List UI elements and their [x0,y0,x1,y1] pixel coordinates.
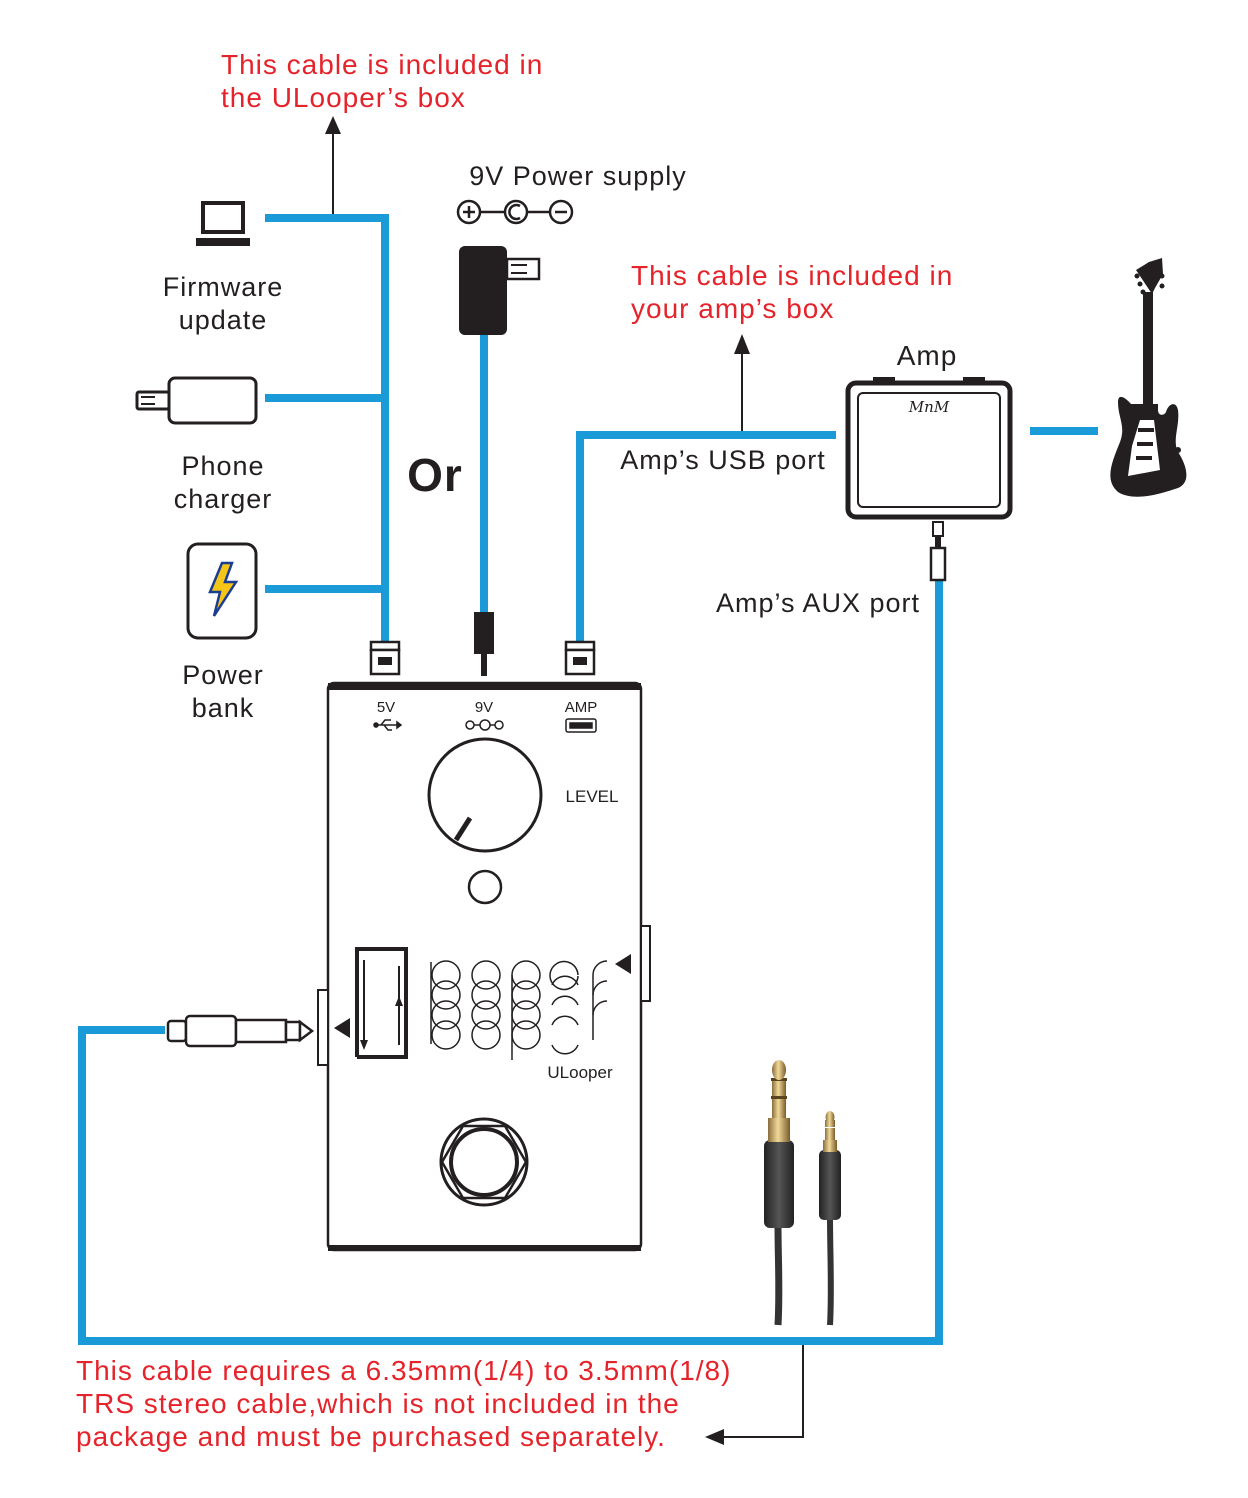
amp-icon: MnM [845,377,1013,520]
port-amp-label: AMP [565,699,598,716]
power-bank-icon [186,542,258,640]
level-knob[interactable] [427,737,543,853]
laptop-icon [196,201,250,246]
ulooper-pedal: 5V 9V AMP LEVEL looper [317,681,651,1252]
or-label: Or [407,449,463,501]
amp-usb-port-label: Amp’s USB port [620,445,826,475]
footswitch-button[interactable] [439,1117,529,1207]
knob-pointer [453,816,473,842]
amp-title: Amp [897,340,958,371]
usb-symbol-icon [373,719,403,731]
note-amp-line2: your amp’s box [631,293,834,324]
firmware-label-line2: update [179,305,268,335]
guitar-icon [1110,258,1187,497]
note-trs-line1: This cable requires a 6.35mm(1/4) to 3.5… [76,1355,731,1386]
phone-charger-icon [135,376,258,425]
usb-plug-icon [564,640,596,676]
lightning-icon [208,561,239,617]
note-trs-line2: TRS stereo cable,which is not included i… [76,1388,680,1419]
note-amp-line1: This cable is included in [631,260,953,291]
note-ulooper-line1: This cable is included in [221,49,543,80]
usb-cable-amp [576,431,836,642]
note-trs-line3: package and must be purchased separately… [76,1421,666,1452]
output-arrow-icon [615,954,631,974]
level-label: LEVEL [566,787,619,806]
power-supply-label: 9V Power supply [469,161,687,191]
jack-plug-icon [474,612,494,676]
dc-polarity-icon [456,199,574,225]
brand-label: ULooper [547,1063,613,1082]
aux-cable [78,580,943,1345]
note-ulooper-line2: the ULooper’s box [221,82,466,113]
pointer-arrows [325,116,804,1445]
dc-symbol-icon [465,719,504,731]
usb-cable-5v [265,214,389,642]
input-jack-plug-icon [166,1014,315,1048]
input-arrow-icon [334,1018,350,1038]
arrow-left-icon [705,1429,724,1445]
power-adapter-icon [459,246,541,335]
note-amp-cable: This cable is included in your amp’s box [631,260,953,324]
trs-cable-icon [764,1060,841,1326]
aux-jack-icon [929,521,947,582]
arrow-up-icon [325,116,341,134]
firmware-label-line1: Firmware [163,272,284,302]
port-5v-label: 5V [377,699,395,716]
arrow-up-icon [734,334,750,354]
charger-label-line2: charger [174,484,273,514]
powerbank-label-line2: bank [192,693,255,723]
usb-plug-icon [369,640,401,676]
amp-logo: MnM [908,398,950,416]
powerbank-label-line1: Power [182,660,264,690]
amp-aux-port-label: Amp’s AUX port [716,588,920,618]
cables [78,214,1098,1345]
note-trs-cable: This cable requires a 6.35mm(1/4) to 3.5… [76,1355,731,1452]
port-9v-label: 9V [475,699,493,716]
usb-port-icon [565,718,597,733]
note-ulooper-cable: This cable is included in the ULooper’s … [221,49,543,113]
looper-logo: looper [334,947,631,1060]
charger-label-line1: Phone [181,451,264,481]
led-indicator [467,869,503,905]
